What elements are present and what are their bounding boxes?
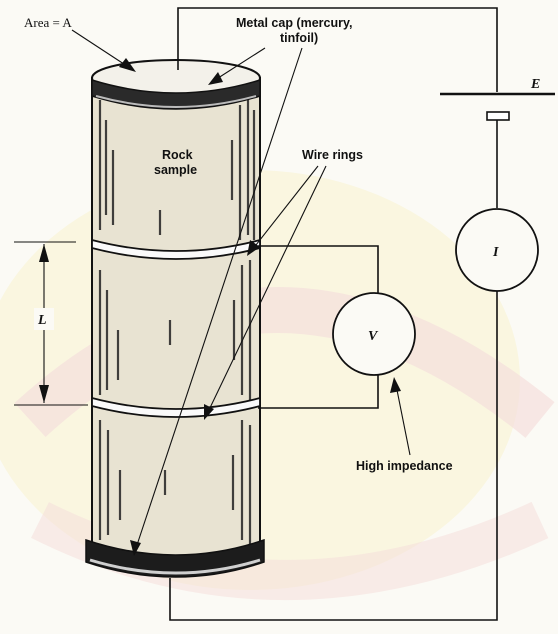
voltmeter-circle [332, 292, 416, 376]
wire-top-cap-to-battery [177, 7, 498, 92]
metal-cap-top-shine [95, 95, 257, 108]
wire-upper-ring-to-voltmeter [258, 245, 379, 296]
rock-label-2: sample [154, 163, 197, 177]
wire-rings-arrow-upper [247, 240, 260, 256]
area-label: Area = A [24, 15, 72, 30]
length-label: L [37, 313, 47, 328]
rock-sample-cylinder [85, 59, 265, 578]
battery-short-plate [486, 111, 510, 121]
metal-cap-arrow [208, 72, 223, 85]
metal-cap-top [91, 78, 261, 110]
rock-label-1: Rock [162, 148, 193, 162]
voltmeter: V [332, 292, 416, 376]
circuit-wires [169, 7, 498, 621]
length-arrow-top [39, 244, 49, 262]
metal-cap-bottom-arrow [130, 540, 141, 556]
high-impedance-label: High impedance [356, 459, 453, 473]
wire-rings-label: Wire rings [302, 148, 363, 162]
wire-ammeter-to-bottom [169, 290, 498, 621]
length-arrow-bottom [39, 385, 49, 403]
battery-label: E [530, 77, 540, 92]
ammeter-circle [455, 208, 539, 292]
high-impedance-arrow [390, 377, 401, 393]
metal-cap-bottom-shine [89, 558, 261, 575]
wire-ring-upper [91, 238, 261, 260]
metal-cap-label-2: tinfoil) [280, 31, 318, 45]
ammeter-label: I [492, 245, 499, 260]
area-arrow [119, 58, 136, 72]
voltmeter-label: V [368, 329, 379, 344]
metal-cap-bottom [85, 538, 265, 578]
metal-cap-label-1: Metal cap (mercury, [236, 16, 352, 30]
wire-rings-arrow-lower [204, 404, 214, 420]
wire-voltmeter-to-lower-ring [258, 372, 379, 409]
length-dimension: L [14, 241, 88, 406]
wire-ring-lower [91, 396, 261, 418]
battery: E [440, 77, 555, 121]
ammeter: I [455, 208, 539, 292]
annotations: Area = A Metal cap (mercury, tinfoil) Ro… [24, 15, 453, 556]
